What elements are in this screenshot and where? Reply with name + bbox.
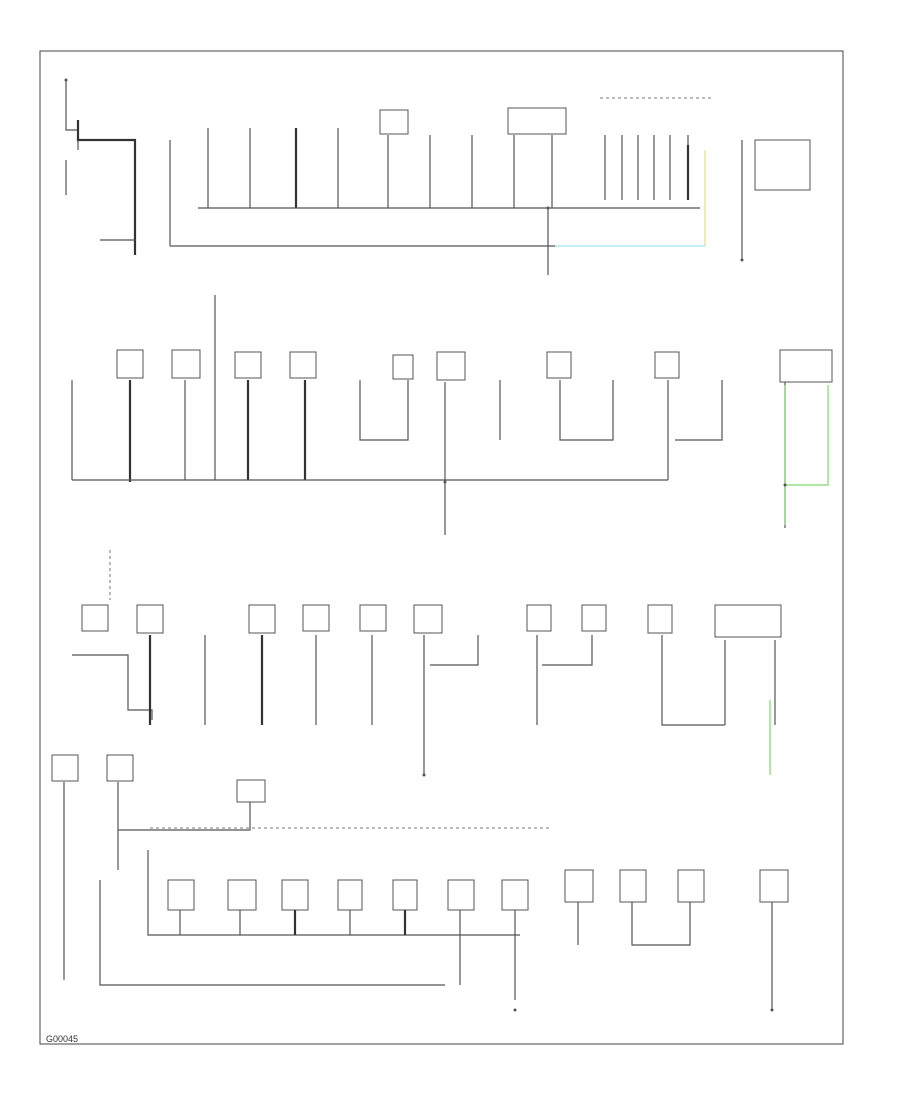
diagram-border (39, 50, 844, 1045)
section-middle-lower (72, 550, 782, 777)
section-top (64, 78, 811, 275)
page-code: G00045 (46, 1034, 78, 1044)
section-bottom (51, 754, 789, 1012)
section-middle-upper (71, 295, 833, 535)
